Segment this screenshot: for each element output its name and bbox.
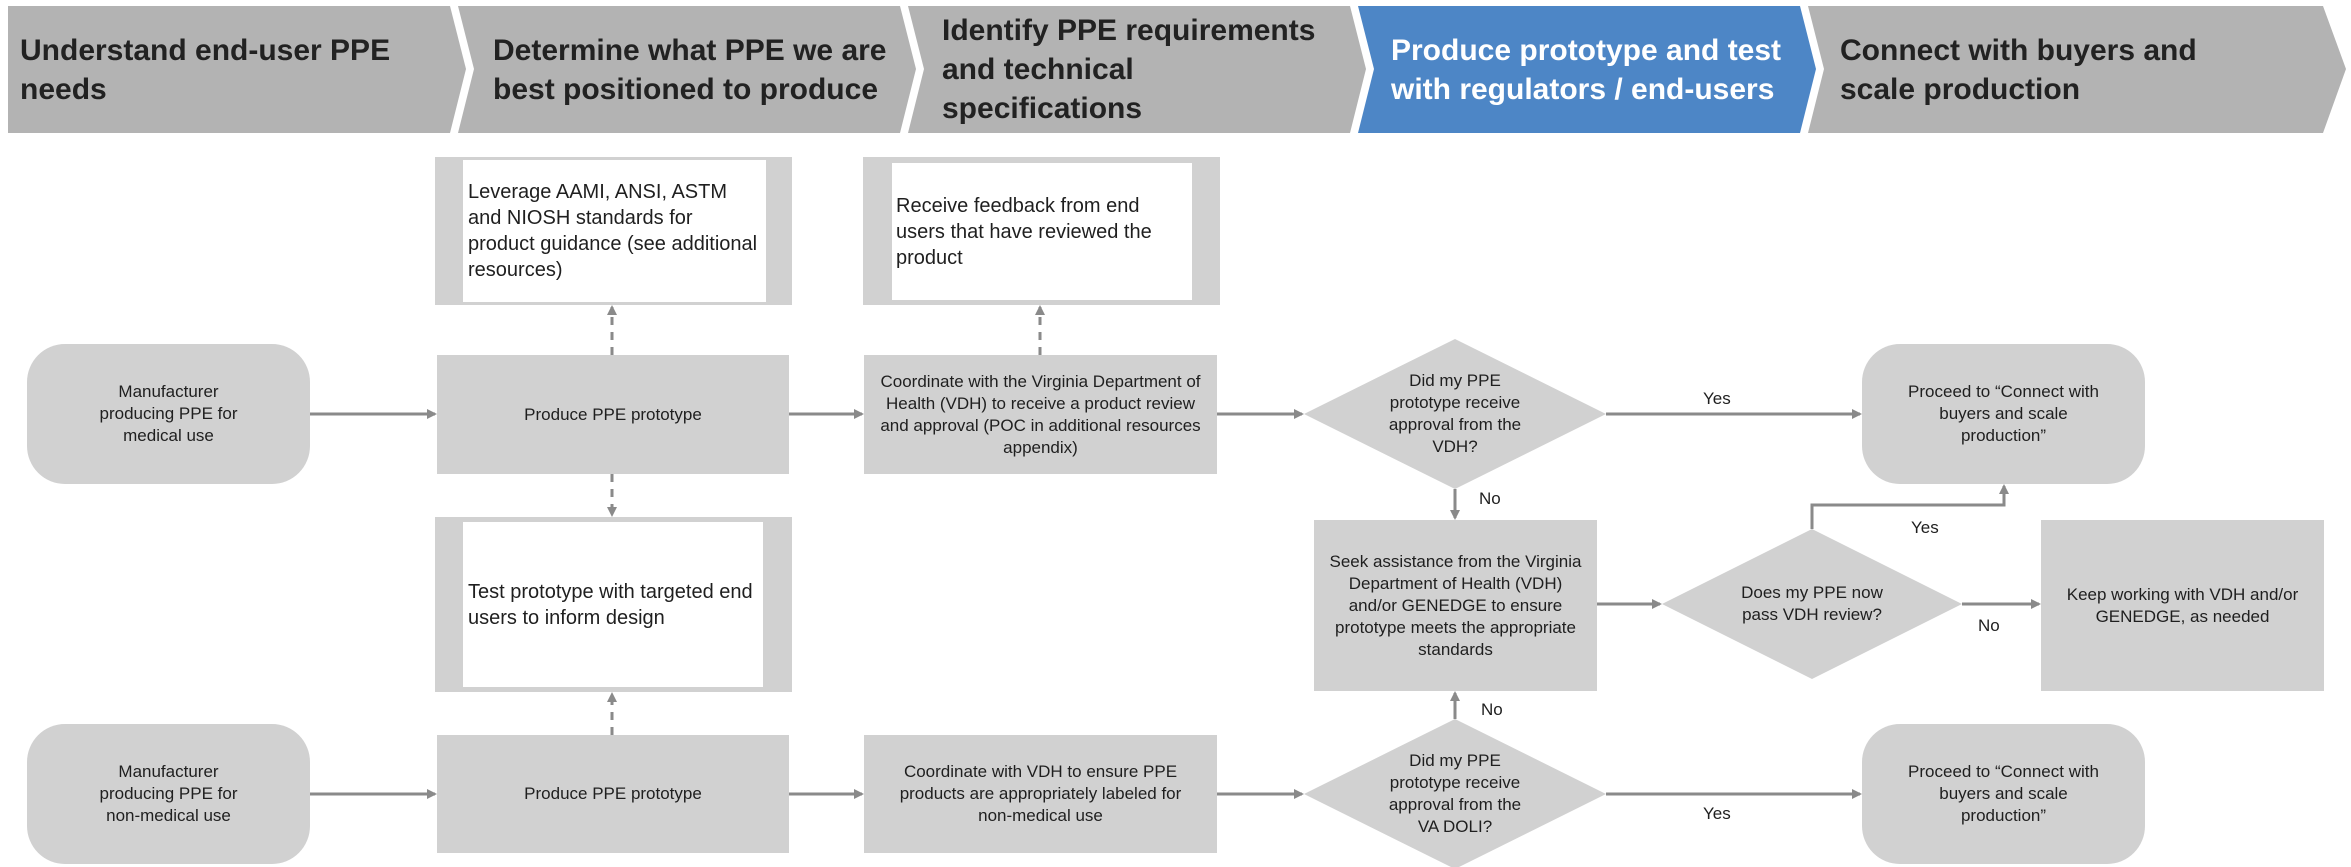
no-label-non-medical: No xyxy=(1481,700,1503,719)
standards-note-panel xyxy=(463,160,766,302)
non-medical-coordinate-text: Coordinate with VDH to ensure PPE produc… xyxy=(899,762,1182,825)
non-medical-proceed-text: Proceed to “Connect with buyers and scal… xyxy=(1908,762,2099,825)
test-note-text: Test prototype with targeted end users t… xyxy=(468,580,753,629)
medical-decision-diamond xyxy=(1304,339,1606,489)
medical-prototype-node xyxy=(437,355,789,474)
medical-coordinate-text: Coordinate with the Virginia Department … xyxy=(880,371,1201,457)
yes-label-non-medical: Yes xyxy=(1703,804,1731,823)
non-medical-prototype-text: Produce PPE prototype xyxy=(524,784,702,803)
review-decision-diamond xyxy=(1662,529,1962,679)
step-4-label: Produce prototype and test with regulato… xyxy=(1391,33,1782,106)
medical-proceed-node xyxy=(1862,344,2145,484)
step-1-label: Understand end-user PPE needs xyxy=(20,33,391,106)
chevron-step-4 xyxy=(1358,6,1816,133)
connectors xyxy=(310,305,2041,799)
standards-note-text: Leverage AAMI, ANSI, ASTM and NIOSH stan… xyxy=(468,181,758,281)
step-5-label: Connect with buyers and scale production xyxy=(1840,33,2197,106)
chevron-step-5 xyxy=(1808,6,2346,133)
medical-start-node xyxy=(27,344,310,484)
step-2-label: Determine what PPE we are best positione… xyxy=(493,33,887,106)
medical-prototype-text: Produce PPE prototype xyxy=(524,404,702,424)
test-note-panel xyxy=(463,522,763,687)
feedback-note-panel xyxy=(892,163,1192,300)
keep-working-node xyxy=(2041,520,2324,691)
non-medical-start-text: Manufacturer producing PPE for non-medic… xyxy=(99,762,238,825)
chevron-step-2 xyxy=(458,6,916,133)
non-medical-proceed-node xyxy=(1862,724,2145,864)
chevron-step-3 xyxy=(908,6,1366,133)
keep-working-text: Keep working with VDH and/or GENEDGE, as… xyxy=(2066,584,2299,626)
step-3-label: Identify PPE requirements and technical … xyxy=(942,14,1316,125)
no-label-review: No xyxy=(1978,616,2000,635)
non-medical-coordinate-node xyxy=(864,735,1217,853)
feedback-note-text: Receive feedback from end users that hav… xyxy=(896,194,1152,269)
chevron-step-1 xyxy=(8,6,466,133)
non-medical-start-node xyxy=(27,724,310,864)
non-medical-decision-diamond xyxy=(1304,719,1606,867)
medical-decision-text: Did my PPE prototype receive approval fr… xyxy=(1388,371,1522,456)
non-medical-prototype-node xyxy=(437,735,789,853)
medical-start-text: Manufacturer producing PPE for medical u… xyxy=(99,382,238,445)
assistance-text: Seek assistance from the Virginia Depart… xyxy=(1329,551,1582,659)
review-decision-text: Does my PPE now pass VDH review? xyxy=(1741,583,1883,624)
assistance-node xyxy=(1314,520,1597,691)
no-label-medical: No xyxy=(1479,489,1501,508)
non-medical-decision-text: Did my PPE prototype receive approval fr… xyxy=(1388,751,1522,836)
yes-label-review: Yes xyxy=(1911,518,1939,537)
medical-coordinate-node xyxy=(864,355,1217,474)
medical-proceed-text: Proceed to “Connect with buyers and scal… xyxy=(1908,382,2099,445)
yes-label-medical: Yes xyxy=(1703,389,1731,408)
arrow-review-yes-to-proceed xyxy=(1810,484,2009,529)
